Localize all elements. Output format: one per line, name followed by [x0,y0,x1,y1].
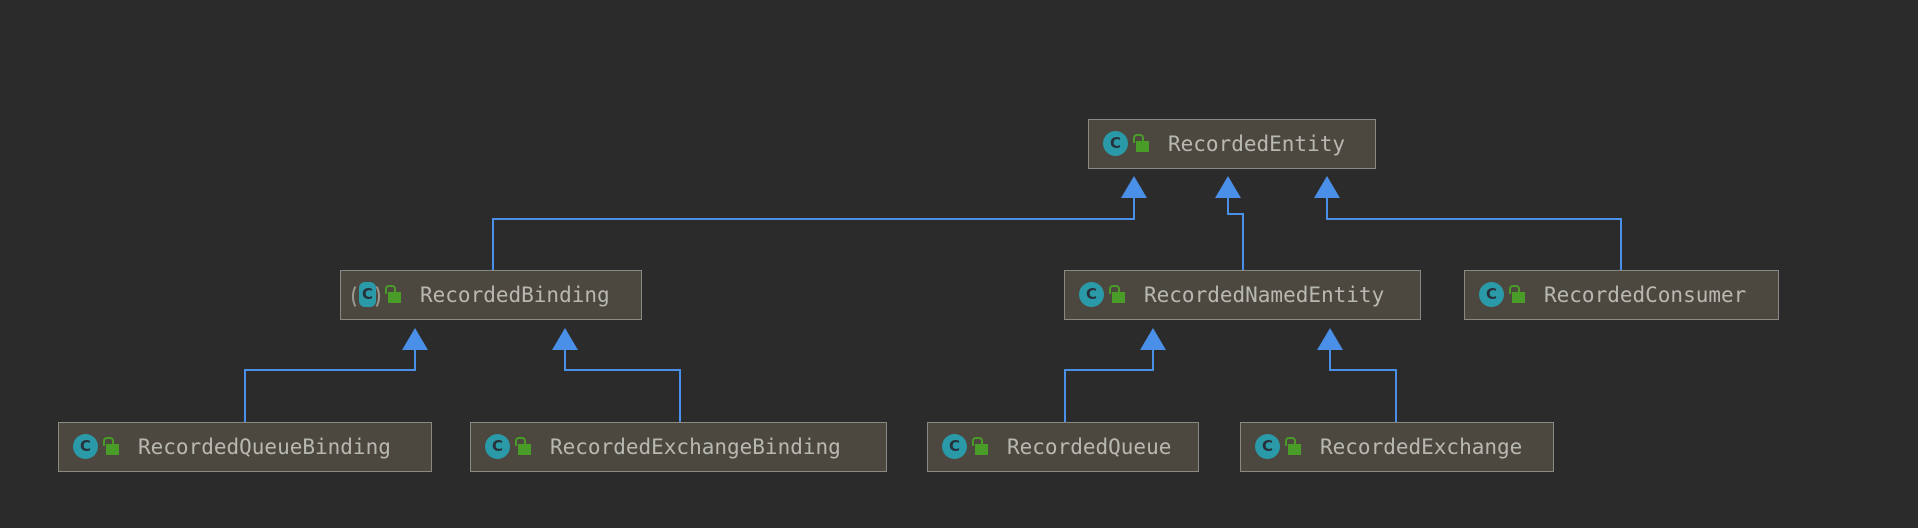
edge-path [1227,198,1244,270]
class-node-recorded-named-entity[interactable]: C RecordedNamedEntity [1064,270,1421,320]
abstract-class-icon: C [352,281,380,310]
class-icon-disc [942,434,967,459]
padlock-shackle [103,437,114,446]
padlock-body [1288,444,1301,455]
padlock-body [1136,141,1149,152]
generalization-arrowhead-icon [402,328,428,350]
padlock-shackle [972,437,983,446]
edge-path [1329,350,1397,422]
unlocked-padlock-icon [1108,284,1128,306]
class-icon-letter: C [948,437,960,455]
class-icon-disc [1255,434,1280,459]
class-name-label: RecordedExchange [1320,435,1523,459]
unlocked-padlock-icon [102,436,122,458]
class-icon-letter: C [1109,134,1121,152]
padlock-shackle [515,437,526,446]
abstract-arc-left-icon [352,283,367,310]
inheritance-edge-edge-binding-to-entity [492,176,1147,270]
padlock-body [106,444,119,455]
node-icon-group: C [1476,281,1528,309]
generalization-arrowhead-icon [552,328,578,350]
class-icon-disc [1103,131,1128,156]
padlock-shackle [1509,285,1520,294]
padlock-shackle [385,285,396,294]
unlocked-padlock-icon [971,436,991,458]
node-icon-group: C [352,281,404,310]
class-node-recorded-entity[interactable]: C RecordedEntity [1088,119,1376,169]
inheritance-edge-edge-exchange-to-namedentity [1317,328,1397,422]
class-icon-letter: C [79,437,91,455]
inheritance-edge-edge-exchangebinding-to-binding [552,328,681,422]
class-icon-disc [73,434,98,459]
node-icon-group: C [1100,130,1152,158]
class-name-label: RecordedEntity [1168,132,1346,156]
class-icon-letter: C [1485,285,1497,303]
class-node-recorded-queue[interactable]: C RecordedQueue [927,422,1199,472]
class-name-label: RecordedQueueBinding [138,435,391,459]
class-icon-letter: C [491,437,503,455]
padlock-shackle [1109,285,1120,294]
class-icon-letter: C [1085,285,1097,303]
inheritance-edge-edge-consumer-to-entity [1314,176,1622,270]
generalization-arrowhead-icon [1215,176,1241,198]
padlock-body [388,292,401,303]
class-icon: C [1100,130,1128,158]
class-node-recorded-queue-binding[interactable]: C RecordedQueueBinding [58,422,432,472]
inheritance-edge-edge-queuebinding-to-binding [244,328,428,422]
edge-path [244,350,416,422]
class-icon-disc [485,434,510,459]
padlock-shackle [1133,134,1144,143]
edge-path [1064,350,1154,422]
generalization-arrowhead-icon [1140,328,1166,350]
class-node-recorded-exchange[interactable]: C RecordedExchange [1240,422,1554,472]
class-icon-letter: C [1261,437,1273,455]
node-icon-group: C [1076,281,1128,309]
padlock-body [975,444,988,455]
node-icon-group: C [939,433,991,461]
inheritance-edge-edge-queue-to-namedentity [1064,328,1166,422]
inheritance-edge-edge-namedentity-to-entity [1215,176,1244,270]
generalization-arrowhead-icon [1314,176,1340,198]
generalization-arrowhead-icon [1317,328,1343,350]
class-node-recorded-exchange-binding[interactable]: C RecordedExchangeBinding [470,422,887,472]
class-name-label: RecordedQueue [1007,435,1172,459]
edge-path [492,198,1135,270]
class-node-recorded-consumer[interactable]: C RecordedConsumer [1464,270,1779,320]
padlock-body [518,444,531,455]
class-name-label: RecordedConsumer [1544,283,1747,307]
class-icon: C [1076,281,1104,309]
edge-path [1326,198,1622,270]
node-icon-group: C [70,433,122,461]
node-icon-group: C [1252,433,1304,461]
class-icon: C [939,433,967,461]
unlocked-padlock-icon [1284,436,1304,458]
class-icon: C [1252,433,1280,461]
padlock-body [1512,292,1525,303]
class-icon-letter: C [361,285,373,303]
class-icon: C [1476,281,1504,309]
class-name-label: RecordedExchangeBinding [550,435,841,459]
unlocked-padlock-icon [1508,284,1528,306]
unlocked-padlock-icon [384,284,404,306]
class-icon: C [482,433,510,461]
unlocked-padlock-icon [1132,133,1152,155]
class-name-label: RecordedBinding [420,283,610,307]
padlock-body [1112,292,1125,303]
edge-path [564,350,681,422]
class-name-label: RecordedNamedEntity [1144,283,1385,307]
class-icon: C [70,433,98,461]
generalization-arrowhead-icon [1121,176,1147,198]
class-icon-disc [359,282,376,307]
class-icon-disc [1079,282,1104,307]
abstract-arc-right-icon [365,283,380,310]
node-icon-group: C [482,433,534,461]
class-node-recorded-binding[interactable]: C RecordedBinding [340,270,642,320]
class-icon-disc [1479,282,1504,307]
padlock-shackle [1285,437,1296,446]
unlocked-padlock-icon [514,436,534,458]
